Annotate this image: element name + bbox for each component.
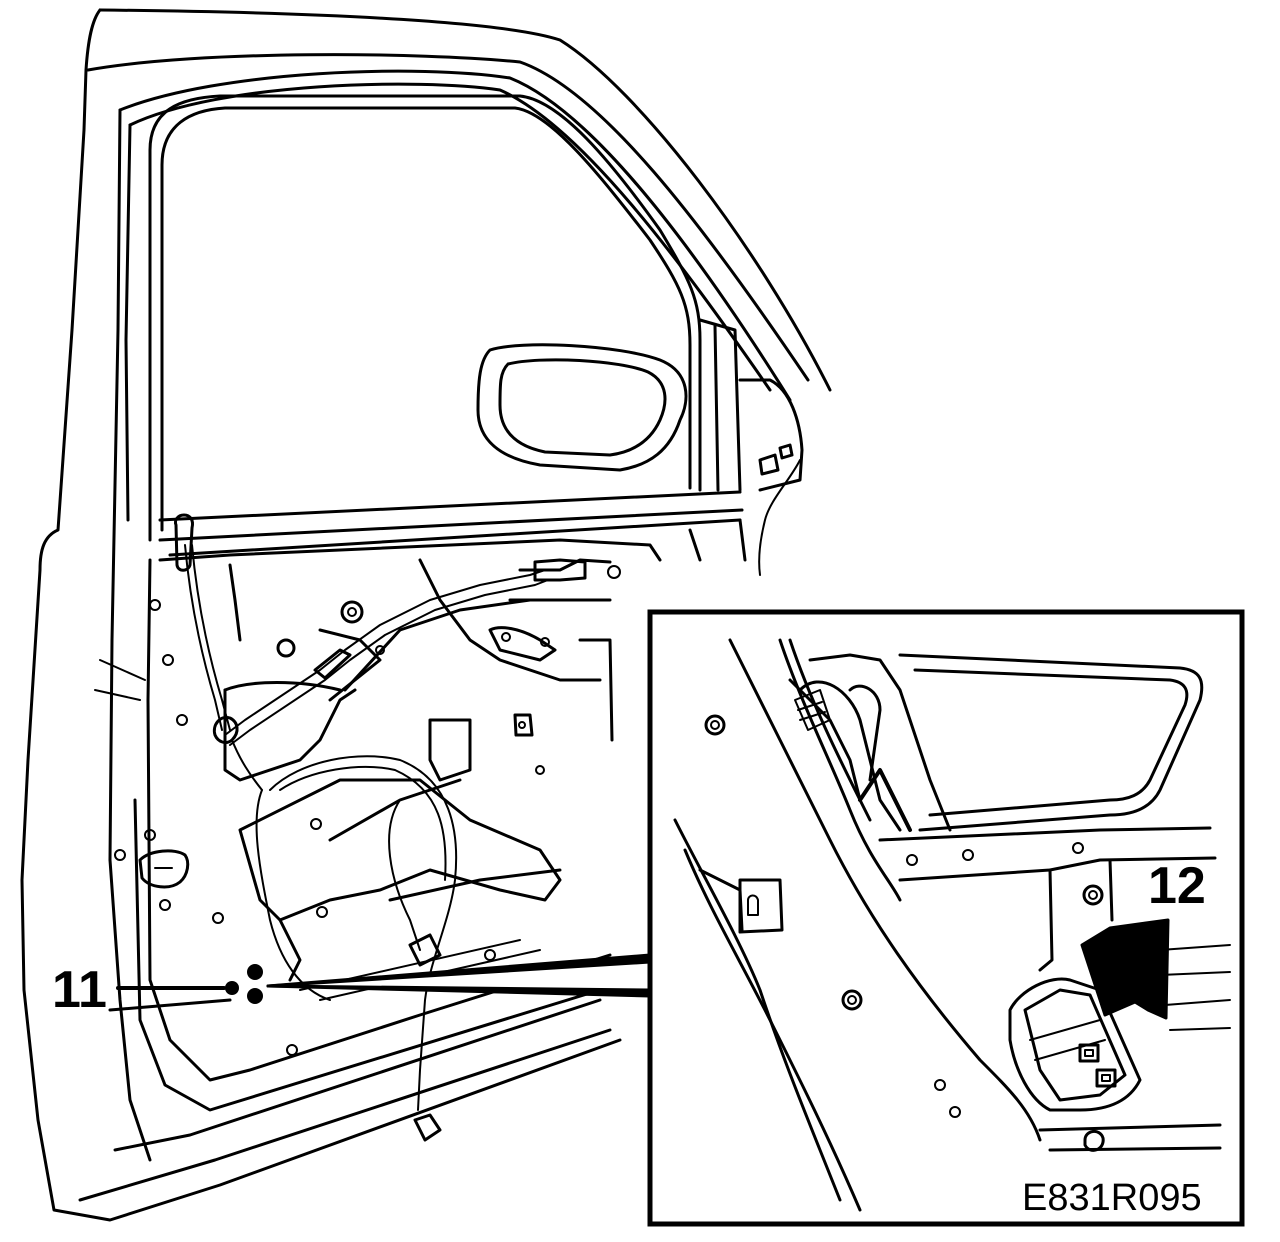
callout-11-label: 11	[52, 961, 107, 1019]
detail-inset	[647, 609, 1245, 1227]
door-panel	[20, 8, 832, 1222]
callout-12-label: 12	[1148, 857, 1206, 915]
zoom-connector	[266, 953, 652, 998]
arrow-icon	[1080, 918, 1170, 1020]
figure-code: E831R095	[1022, 1177, 1202, 1219]
